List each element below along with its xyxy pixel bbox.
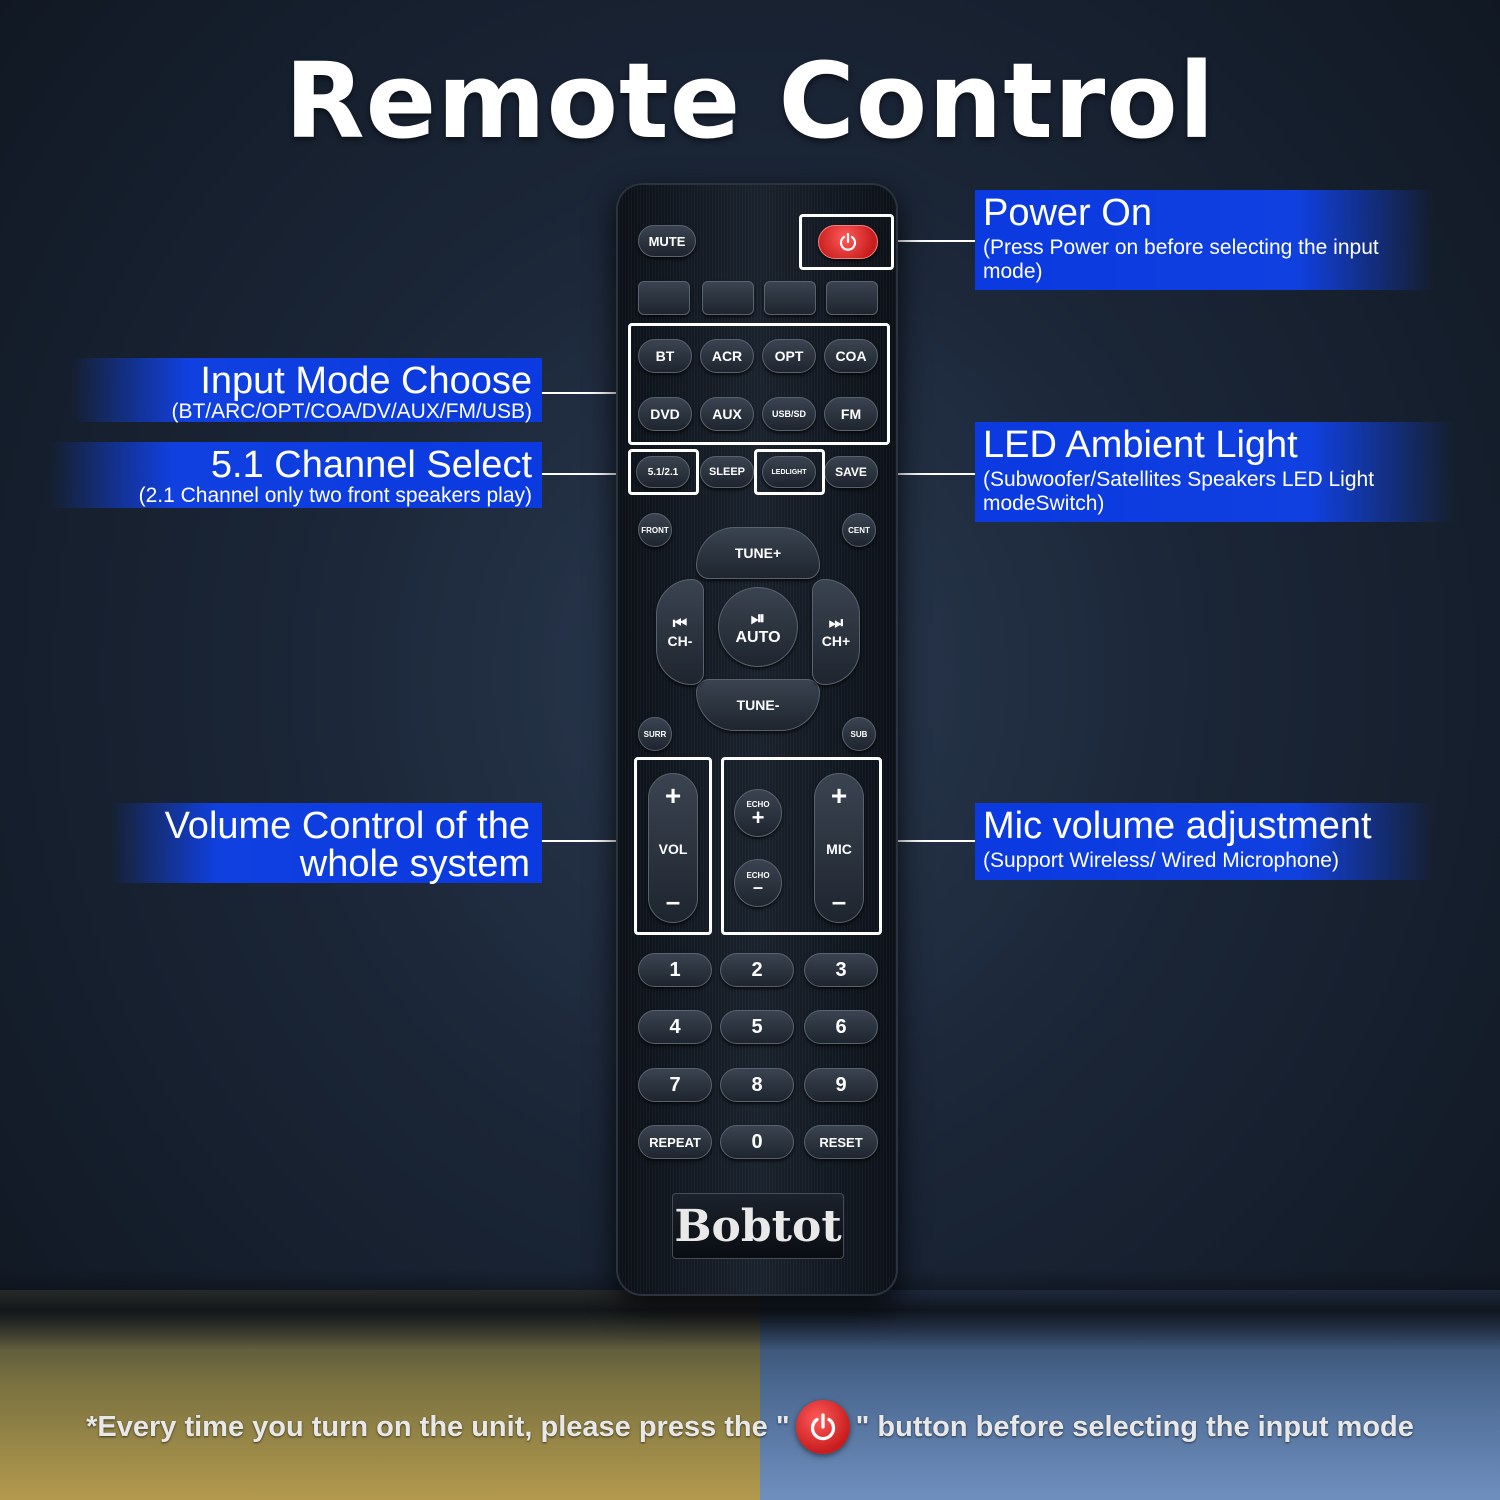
mic-highlight xyxy=(721,757,882,935)
ch-minus-button[interactable]: ⏮ CH- xyxy=(656,579,704,685)
echo-plus-button[interactable]: ECHO + xyxy=(734,789,782,837)
input-callout: Input Mode Choose (BT/ARC/OPT/COA/DV/AUX… xyxy=(70,358,542,423)
power-callout-title: Power On xyxy=(983,192,1152,234)
page-title: Remote Control xyxy=(284,40,1216,162)
ledlight-highlight xyxy=(754,449,825,495)
color-key-2[interactable] xyxy=(702,281,754,315)
echo-plus-icon: + xyxy=(751,804,765,830)
input-callout-line xyxy=(542,392,630,394)
input-fm-button[interactable]: FM xyxy=(824,397,878,431)
number-7-button[interactable]: 7 xyxy=(638,1068,712,1102)
volume-callout-line xyxy=(542,840,636,842)
power-icon xyxy=(795,1400,850,1454)
echo-plus-label: ECHO xyxy=(746,799,770,809)
mute-button[interactable]: MUTE xyxy=(638,225,696,257)
channel-callout-line xyxy=(542,473,630,475)
remote-control: MUTE BT ACR OPT COA DVD AUX USB/SD FM 5.… xyxy=(616,183,898,1296)
input-highlight xyxy=(628,323,890,445)
power-highlight xyxy=(799,214,894,270)
channel-callout-title: 5.1 Channel Select xyxy=(210,444,532,486)
volume-callout-line1: Volume Control of the xyxy=(164,805,530,847)
tune-minus-button[interactable]: TUNE- xyxy=(696,679,820,731)
number-2-button[interactable]: 2 xyxy=(720,953,794,987)
next-icon: ⏭ xyxy=(828,615,844,632)
echo-minus-label: ECHO xyxy=(746,871,770,881)
mic-minus-icon: – xyxy=(831,886,847,916)
color-key-1[interactable] xyxy=(638,281,690,315)
mic-callout-line xyxy=(880,840,976,842)
ledlight-button[interactable]: LEDLIGHT xyxy=(762,456,816,488)
input-usbsd-button[interactable]: USB/SD xyxy=(762,397,816,431)
auto-label: AUTO xyxy=(735,628,781,646)
mic-callout-sub: (Support Wireless/ Wired Microphone) xyxy=(983,849,1339,872)
sleep-button[interactable]: SLEEP xyxy=(700,456,754,488)
mic-rocker[interactable]: + MIC – xyxy=(814,773,864,923)
footnote: *Every time you turn on the unit, please… xyxy=(0,1400,1500,1454)
vol-highlight xyxy=(634,757,712,935)
power-callout-line xyxy=(892,240,976,242)
echo-minus-button[interactable]: ECHO – xyxy=(734,859,782,907)
mic-label: MIC xyxy=(826,841,852,857)
save-button[interactable]: SAVE xyxy=(824,456,878,488)
number-4-button[interactable]: 4 xyxy=(638,1010,712,1044)
number-8-button[interactable]: 8 xyxy=(720,1068,794,1102)
echo-minus-icon: – xyxy=(752,877,763,898)
volume-callout-line2: whole system xyxy=(299,843,530,885)
channel-callout-sub: (2.1 Channel only two front speakers pla… xyxy=(138,484,532,507)
ch-plus-button[interactable]: ⏭ CH+ xyxy=(812,579,860,685)
number-5-button[interactable]: 5 xyxy=(720,1010,794,1044)
sub-button[interactable]: SUB xyxy=(842,717,876,751)
input-aux-button[interactable]: AUX xyxy=(700,397,754,431)
number-1-button[interactable]: 1 xyxy=(638,953,712,987)
led-callout-title: LED Ambient Light xyxy=(983,424,1298,466)
number-0-button[interactable]: 0 xyxy=(720,1125,794,1159)
previous-icon: ⏮ xyxy=(672,615,688,632)
input-acr-button[interactable]: ACR xyxy=(700,339,754,373)
surr-button[interactable]: SURR xyxy=(638,717,672,751)
color-key-3[interactable] xyxy=(764,281,816,315)
reset-button[interactable]: RESET xyxy=(804,1125,878,1159)
vol-label: VOL xyxy=(658,841,688,857)
ch-minus-label: CH- xyxy=(667,633,693,649)
mic-callout-title: Mic volume adjustment xyxy=(983,805,1372,847)
input-coa-button[interactable]: COA xyxy=(824,339,878,373)
vol-minus-icon: – xyxy=(665,886,681,916)
vol-rocker[interactable]: + VOL – xyxy=(648,773,698,923)
mic-callout: Mic volume adjustment (Support Wireless/… xyxy=(975,803,1435,880)
number-9-button[interactable]: 9 xyxy=(804,1068,878,1102)
channel-callout: 5.1 Channel Select (2.1 Channel only two… xyxy=(50,442,542,508)
led-callout-sub: (Subwoofer/Satellites Speakers LED Light… xyxy=(983,468,1375,516)
footnote-after: " button before selecting the input mode xyxy=(855,1410,1414,1443)
number-6-button[interactable]: 6 xyxy=(804,1010,878,1044)
channel-51-21-button[interactable]: 5.1/2.1 xyxy=(636,456,690,488)
play-pause-icon: ⏯ xyxy=(750,607,766,628)
color-key-4[interactable] xyxy=(826,281,878,315)
front-button[interactable]: FRONT xyxy=(638,513,672,547)
input-callout-sub: (BT/ARC/OPT/COA/DV/AUX/FM/USB) xyxy=(171,400,532,423)
channel-highlight xyxy=(628,449,699,495)
footnote-before: *Every time you turn on the unit, please… xyxy=(86,1410,790,1443)
cent-button[interactable]: CENT xyxy=(842,513,876,547)
input-opt-button[interactable]: OPT xyxy=(762,339,816,373)
power-button[interactable] xyxy=(818,225,878,259)
mic-plus-icon: + xyxy=(830,780,848,811)
number-3-button[interactable]: 3 xyxy=(804,953,878,987)
input-dvd-button[interactable]: DVD xyxy=(638,397,692,431)
auto-play-button[interactable]: ⏯ AUTO xyxy=(718,587,798,667)
repeat-button[interactable]: REPEAT xyxy=(638,1125,712,1159)
vol-plus-icon: + xyxy=(664,780,682,811)
power-callout-sub: (Press Power on before selecting the inp… xyxy=(983,236,1379,284)
ch-plus-label: CH+ xyxy=(821,633,851,649)
tune-plus-button[interactable]: TUNE+ xyxy=(696,527,820,579)
volume-callout: Volume Control of the whole system xyxy=(110,803,542,883)
led-callout: LED Ambient Light (Subwoofer/Satellites … xyxy=(975,422,1455,522)
power-callout: Power On (Press Power on before selectin… xyxy=(975,190,1435,290)
led-callout-line xyxy=(822,473,976,475)
brand-logo: Bobtot xyxy=(672,1193,844,1259)
input-bt-button[interactable]: BT xyxy=(638,339,692,373)
input-callout-title: Input Mode Choose xyxy=(200,360,532,402)
power-icon xyxy=(839,232,857,251)
